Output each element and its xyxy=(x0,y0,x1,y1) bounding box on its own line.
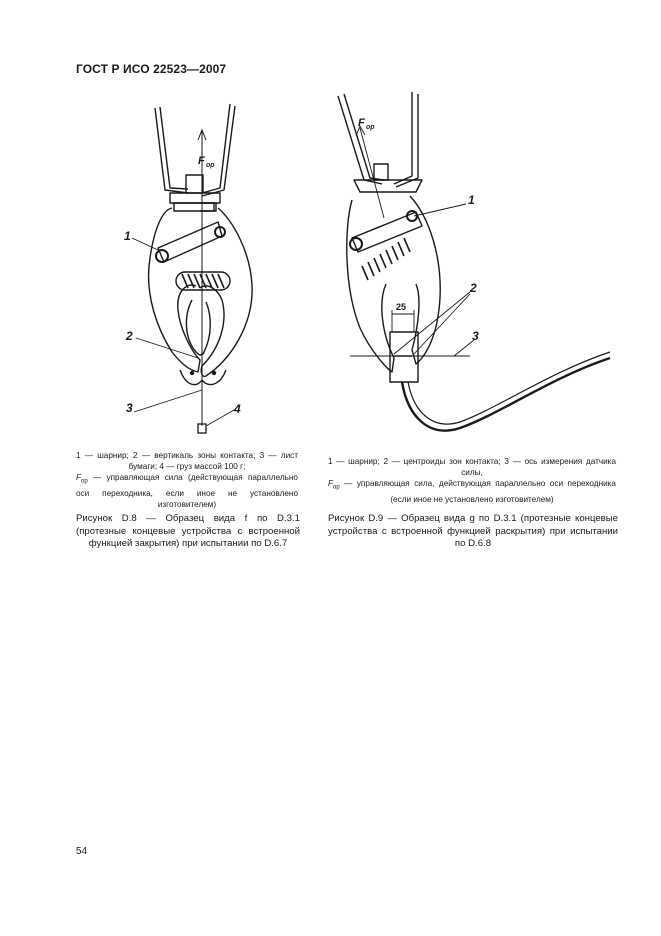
legend-line: 1 — шарнир; 2 — вертикаль зоны контакта;… xyxy=(76,451,298,471)
legend-force-symbol: F xyxy=(76,473,82,482)
legend-line: 1 — шарнир; 2 — центроиды зон контакта; … xyxy=(328,457,616,477)
figure-d8-drawing: 1 2 3 4 F op xyxy=(124,103,253,434)
legend-line: Fop — управляющая сила, действующая пара… xyxy=(328,478,616,505)
figure-d9-legend: 1 — шарнир; 2 — центроиды зон контакта; … xyxy=(328,456,616,505)
force-label: F xyxy=(198,155,205,167)
force-label: F xyxy=(358,117,365,129)
force-subscript: op xyxy=(206,162,215,169)
dimension-label: 25 xyxy=(396,302,406,312)
legend-force-subscript: op xyxy=(81,478,88,485)
force-subscript: op xyxy=(366,124,375,131)
legend-force-symbol: F xyxy=(328,479,334,488)
caption-text: Рисунок D.9 — Образец вида g по D.3.1 (п… xyxy=(328,513,618,549)
caption-text: Рисунок D.8 — Образец вида f по D.3.1 (п… xyxy=(76,513,300,549)
legend-force-text: — управляющая сила, действующая параллел… xyxy=(339,479,616,504)
legend-line: Fop — управляющая сила (действующая пара… xyxy=(76,472,298,510)
figure-d8-legend: 1 — шарнир; 2 — вертикаль зоны контакта;… xyxy=(76,450,298,510)
callout-1: 1 xyxy=(468,193,475,207)
callout-3: 3 xyxy=(126,401,133,415)
document-header: ГОСТ Р ИСО 22523—2007 xyxy=(76,62,227,76)
callout-2: 2 xyxy=(469,281,477,295)
callout-4: 4 xyxy=(233,402,241,416)
legend-force-subscript: op xyxy=(333,484,340,491)
figure-d8-caption: Рисунок D.8 — Образец вида f по D.3.1 (п… xyxy=(76,513,300,551)
figure-d9-caption: Рисунок D.9 — Образец вида g по D.3.1 (п… xyxy=(328,513,618,551)
callout-2: 2 xyxy=(125,329,133,343)
callout-3: 3 xyxy=(472,329,479,343)
figure-d9-drawing: 1 2 3 F op 25 xyxy=(337,92,611,432)
page-number: 54 xyxy=(76,846,88,857)
callout-1: 1 xyxy=(124,229,131,243)
legend-force-text: — управляющая сила (действующая параллел… xyxy=(76,473,298,509)
